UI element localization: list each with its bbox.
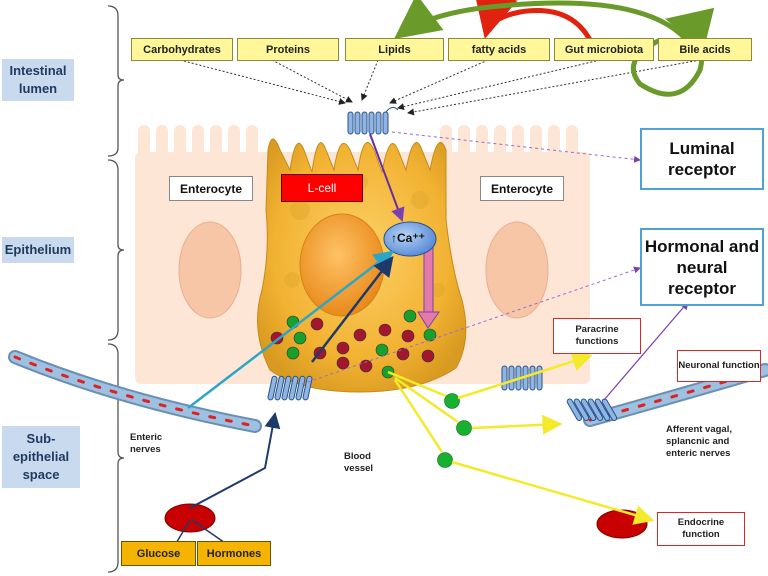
neuronal-function-box: Neuronal function [677,350,761,382]
region-label-subepithelial: Sub-epithelial space [2,426,80,488]
enteric-nerve-arrow [187,250,394,409]
basal-receptor-icon [267,375,313,401]
neuronal-receptor-icon [566,398,618,421]
hormonal-neural-receptor-box: Hormonal and neural receptor [640,228,764,306]
calcium-to-granules-column [423,247,434,313]
region-label-lumen: Intestinal lumen [2,59,74,101]
enterocyte-nucleus-right [485,221,549,319]
blood-cell-right [596,509,648,539]
hormones-link [191,519,229,546]
glucose-hormones-arrow [189,412,281,509]
granules [270,309,437,379]
enteric-nerves-label: Enteric nerves [130,432,163,455]
microbiota-to-fattyacids-arrow [473,0,593,42]
enterocyte-nucleus-left [178,221,242,319]
afferent-nerves-label: Afferent vagal, splancnic and enteric ne… [666,424,732,459]
nutrient-fatty-acids: fatty acids [448,38,550,61]
calcium-label: ↑Ca⁺⁺ [391,231,426,245]
glucose-link [174,519,191,546]
glucose-box: Glucose [121,541,196,566]
calcium-to-granules-head [417,311,440,329]
yellow-release-arrows [387,351,655,525]
calcium-ellipse [383,221,437,257]
lcell-label: L-cell [281,174,363,202]
luminal-receptor-icon [347,106,399,135]
bile-to-lipids-arrow [393,0,692,46]
paracrine-functions-box: Paracrine functions [553,318,641,354]
endocrine-function-box: Endocrine function [657,512,745,546]
nutrient-bile-acids: Bile acids [658,38,752,61]
enteric-nerve-chain [8,350,262,433]
nutrient-arrows [179,59,701,116]
hormones-box: Hormones [197,541,271,566]
nutrient-lipids: Lipids [345,38,444,61]
region-braces [107,5,125,573]
lcell-nucleus [299,213,385,317]
neural-receptor-pointer [603,301,689,401]
enterocyte-label-right: Enterocyte [480,176,564,201]
released-hormones [437,393,472,468]
blood-cell-left [164,503,216,533]
region-label-epithelium: Epithelium [2,237,74,263]
receptor-to-calcium-arrow [369,133,405,222]
luminal-receptor-box: Luminal receptor [640,128,764,190]
nutrient-carbohydrates: Carbohydrates [131,38,233,61]
blood-vessel-label: Blood vessel [344,451,374,474]
enterocyte-label-left: Enterocyte [169,176,253,201]
nutrient-gut-microbiota: Gut microbiota [554,38,654,61]
basal-receptor-to-calcium-arrow [311,256,394,363]
nutrient-proteins: Proteins [237,38,339,61]
